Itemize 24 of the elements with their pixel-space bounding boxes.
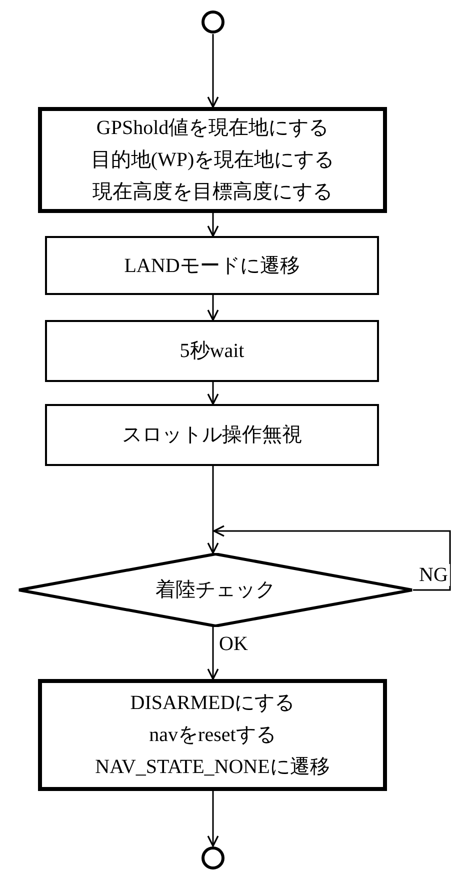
process-box <box>45 236 379 295</box>
step-text: DISARMEDにする <box>130 691 295 716</box>
process-box <box>38 679 387 791</box>
step-text: 現在高度を目標高度にする <box>92 180 332 205</box>
step-text: GPShold値を現在地にする <box>96 116 329 141</box>
process-box <box>45 404 379 466</box>
step-text: LANDモードに遷移 <box>124 254 300 278</box>
step-text: スロットル操作無視 <box>122 423 302 448</box>
edge-label: NG <box>417 564 450 586</box>
arrow <box>207 382 219 405</box>
arrow <box>213 525 451 591</box>
arrow <box>207 466 219 554</box>
arrow <box>207 213 219 237</box>
step-text: 目的地(WP)を現在地にする <box>90 148 334 173</box>
arrow <box>207 295 219 321</box>
step-text: navをresetする <box>149 723 276 748</box>
process-box <box>38 107 387 213</box>
arrow <box>207 627 219 680</box>
arrow <box>207 791 219 847</box>
step-text: NAV_STATE_NONEに遷移 <box>95 755 330 780</box>
step-text: 5秒wait <box>180 339 244 364</box>
arrow <box>207 34 219 108</box>
process-box <box>45 320 379 382</box>
step-text: 着陸チェック <box>156 578 276 603</box>
